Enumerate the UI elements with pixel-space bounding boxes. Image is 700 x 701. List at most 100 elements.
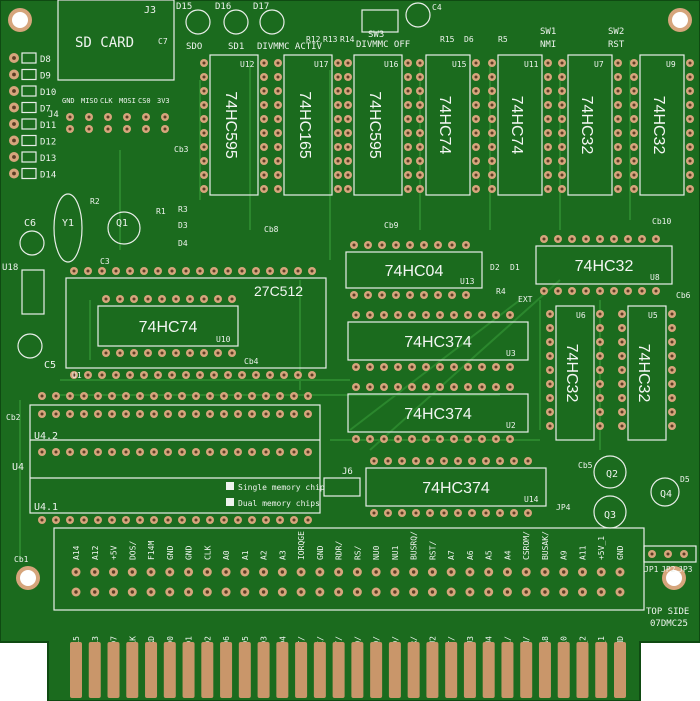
gold-finger	[295, 642, 308, 698]
pad-hole	[114, 269, 118, 273]
pad-hole	[560, 131, 564, 135]
board-code-label: 07DMC25	[650, 619, 688, 629]
pad-hole	[543, 590, 547, 594]
pad-hole	[138, 450, 142, 454]
pad-hole	[280, 570, 285, 574]
pad-hole	[262, 187, 266, 191]
pad-hole	[632, 187, 636, 191]
pad-hole	[346, 61, 350, 65]
edge-top-label: GND	[185, 545, 194, 560]
pad-hole	[490, 61, 494, 65]
sd-card-title: SD CARD	[75, 35, 134, 51]
pad-hole	[650, 552, 654, 556]
pad-hole	[393, 590, 397, 594]
pad-hole	[632, 103, 636, 107]
pad-hole	[620, 340, 624, 344]
pad-hole	[104, 351, 108, 355]
pad-hole	[268, 269, 272, 273]
sw3-ref: SW3	[368, 30, 384, 40]
pad-hole	[372, 459, 376, 463]
pad-hole	[188, 297, 192, 301]
pad-hole	[188, 351, 192, 355]
pad-hole	[688, 173, 692, 177]
pad-hole	[68, 115, 72, 119]
pad-hole	[96, 518, 100, 522]
pad-hole	[72, 373, 76, 377]
pad-hole	[438, 437, 442, 441]
pad-hole	[346, 89, 350, 93]
pad-hole	[110, 394, 114, 398]
ic-name: 74HC595	[366, 91, 383, 159]
pad-hole	[546, 117, 550, 121]
pad-hole	[156, 269, 160, 273]
pad-hole	[616, 75, 620, 79]
pad-hole	[310, 373, 314, 377]
pad-hole	[598, 382, 602, 386]
gold-finger	[407, 642, 420, 698]
pad-hole	[306, 394, 310, 398]
pad-hole	[584, 237, 588, 241]
edge-top-label: RS/	[353, 545, 362, 560]
pad-hole	[688, 75, 692, 79]
pad-hole	[380, 243, 384, 247]
pad-hole	[598, 289, 602, 293]
pad-hole	[508, 313, 512, 317]
pad-hole	[408, 293, 412, 297]
pad-hole	[124, 394, 128, 398]
memory-socket: U4 U4.2 U4.1 Single memory chip Dual mem…	[12, 392, 325, 524]
edge-top-label: CSROM/	[522, 531, 531, 560]
pad-hole	[670, 354, 674, 358]
cb1-ref: Cb1	[14, 555, 29, 564]
pad-hole	[616, 159, 620, 163]
pad-hole	[452, 385, 456, 389]
pad-hole	[128, 373, 132, 377]
pad-hole	[40, 394, 44, 398]
pad-hole	[452, 313, 456, 317]
pad-hole	[616, 131, 620, 135]
pad-hole	[205, 590, 210, 594]
pad-hole	[124, 450, 128, 454]
pad-hole	[278, 412, 282, 416]
r4-ref: R4	[496, 287, 506, 296]
u4-ref: U4	[12, 462, 24, 473]
pad-hole	[418, 117, 422, 121]
ic-ref: U16	[384, 60, 399, 69]
pad-hole	[654, 289, 658, 293]
pad-hole	[382, 437, 386, 441]
jumper-label: JP3	[678, 565, 693, 574]
pad-hole	[612, 289, 616, 293]
pad-hole	[598, 410, 602, 414]
pad-hole	[100, 373, 104, 377]
pad-hole	[276, 159, 280, 163]
pad-hole	[670, 326, 674, 330]
pad-hole	[480, 313, 484, 317]
pad-hole	[292, 394, 296, 398]
pad-hole	[498, 511, 502, 515]
pad-hole	[490, 75, 494, 79]
pad-hole	[599, 590, 603, 594]
pad-hole	[262, 145, 266, 149]
edge-bottom-label: D1	[185, 636, 194, 646]
ic-chips: 74HC595U1274HC165U1774HC595U1674HC74U157…	[65, 54, 694, 517]
edge-top-label: A11	[578, 545, 587, 560]
pad-hole	[202, 145, 206, 149]
pad-hole	[490, 89, 494, 93]
pad-hole	[470, 459, 474, 463]
pad-hole	[494, 365, 498, 369]
pad-hole	[560, 187, 564, 191]
edge-top-label: RST/	[428, 541, 437, 560]
ic-ref: U5	[648, 311, 658, 320]
pad-hole	[494, 437, 498, 441]
edge-top-label: NU0	[372, 545, 381, 560]
pad-hole	[202, 75, 206, 79]
pad-hole	[424, 313, 428, 317]
pad-hole	[598, 424, 602, 428]
d15-label: D15	[176, 2, 192, 12]
pad-hole	[355, 570, 360, 574]
pad-hole	[436, 293, 440, 297]
pad-hole	[336, 173, 340, 177]
